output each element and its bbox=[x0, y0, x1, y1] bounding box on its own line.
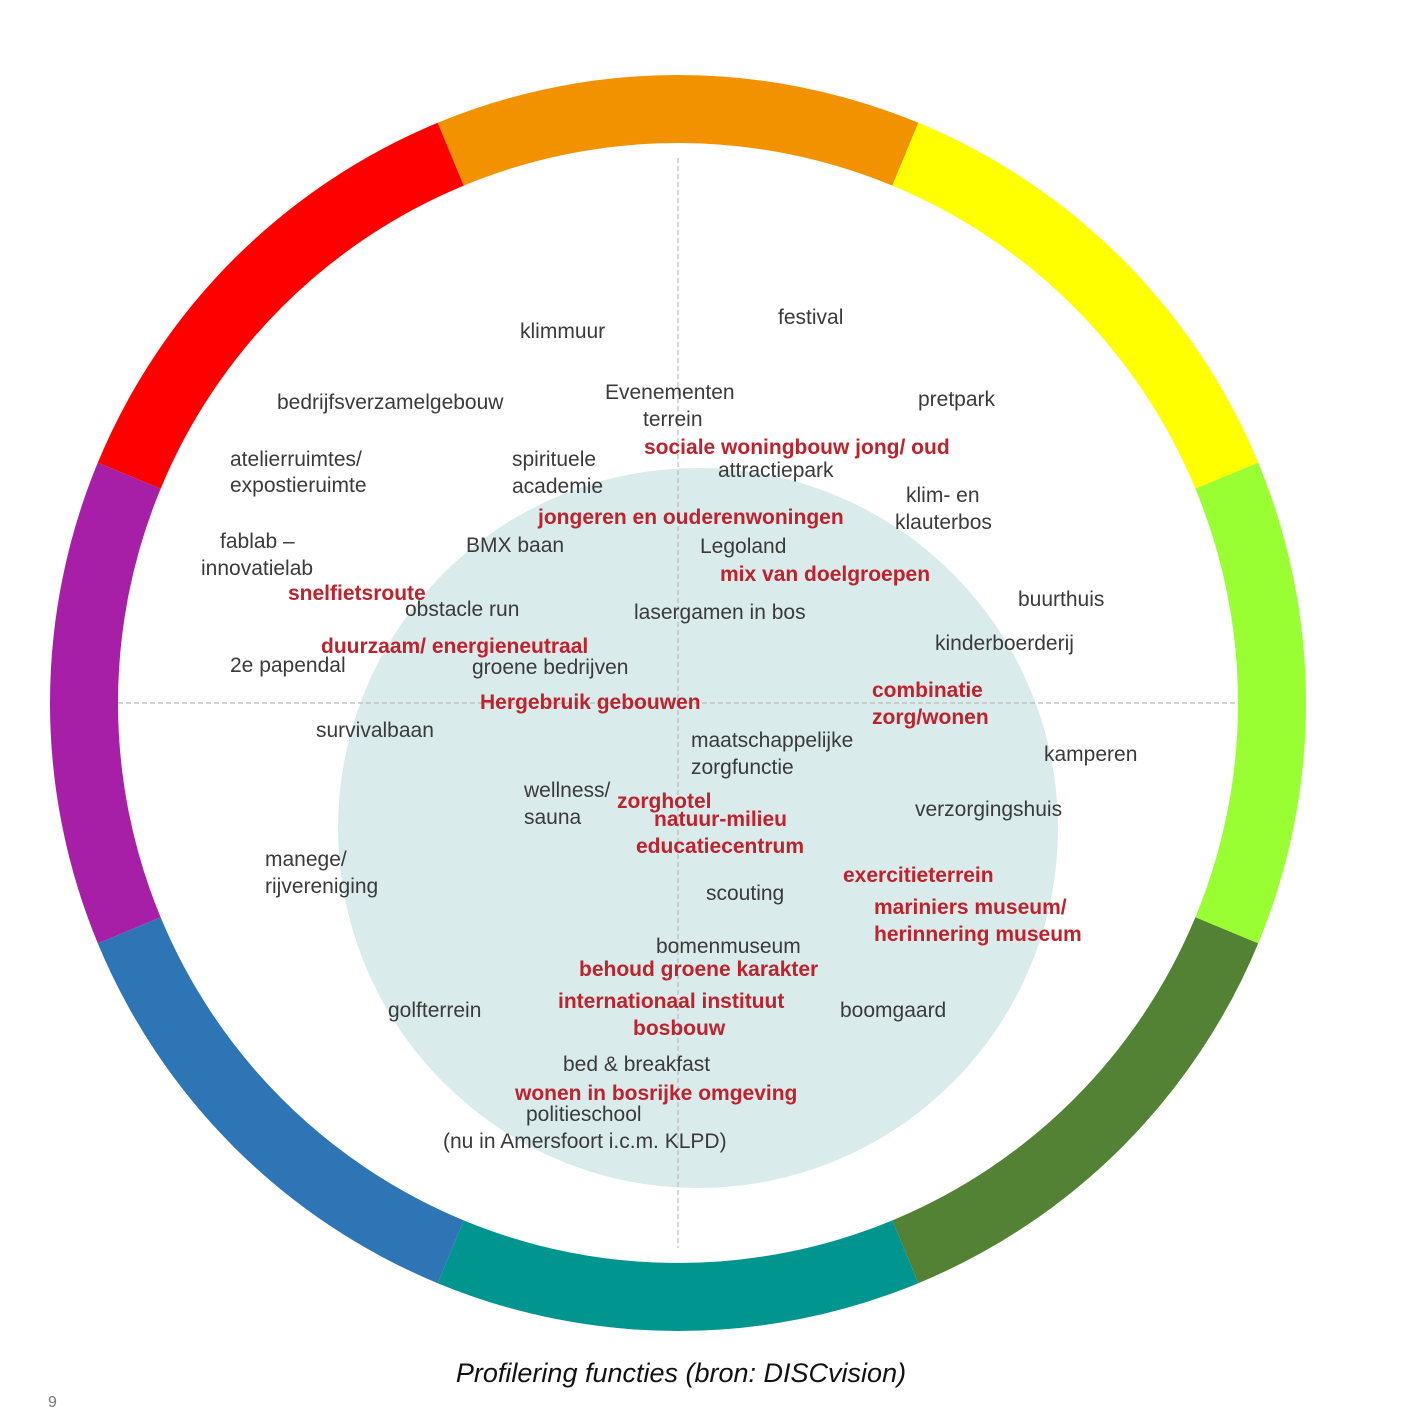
color-ring bbox=[50, 75, 1306, 1331]
ring-segment-blue bbox=[97, 917, 464, 1284]
label-internationaal-instituut: internationaal instituut bbox=[558, 990, 785, 1013]
label-jongeren-ouderenwoningen: jongeren en ouderenwoningen bbox=[538, 506, 844, 529]
label-klimmuur: klimmuur bbox=[520, 320, 606, 343]
label-kamperen: kamperen bbox=[1044, 743, 1138, 766]
label-manege: manege/ bbox=[265, 848, 347, 871]
ring-segment-teal bbox=[437, 1220, 919, 1331]
label-mix-doelgroepen: mix van doelgroepen bbox=[720, 563, 931, 586]
ring-segment-orange bbox=[437, 75, 919, 186]
label-hergebruik-gebouwen: Hergebruik gebouwen bbox=[480, 691, 701, 714]
label-buurthuis: buurthuis bbox=[1018, 588, 1105, 611]
ring-segment-light-green bbox=[1195, 462, 1306, 944]
label-politieschool: politieschool bbox=[526, 1103, 642, 1126]
label-duurzaam: duurzaam/ energieneutraal bbox=[321, 635, 589, 658]
label-zorgfunctie: zorgfunctie bbox=[691, 756, 794, 779]
label-evenementen: Evenementen bbox=[605, 381, 735, 404]
label-behoud-groene-karakter: behoud groene karakter bbox=[579, 958, 819, 981]
label-golfterrein: golfterrein bbox=[388, 999, 482, 1022]
label-educatiecentrum: educatiecentrum bbox=[636, 835, 805, 858]
label-expostieruimte: expostieruimte bbox=[230, 474, 367, 497]
page-number: 9 bbox=[48, 1394, 57, 1411]
ring-segment-red bbox=[97, 122, 464, 489]
label-wonen-bosrijke-omgeving: wonen in bosrijke omgeving bbox=[515, 1082, 798, 1105]
label-scouting: scouting bbox=[706, 882, 785, 905]
ring-segment-yellow bbox=[892, 122, 1259, 489]
label-herinnering-museum: herinnering museum bbox=[874, 923, 1082, 946]
label-2e-papendal: 2e papendal bbox=[230, 654, 346, 677]
label-boomgaard: boomgaard bbox=[840, 999, 947, 1022]
label-bosbouw: bosbouw bbox=[633, 1017, 726, 1040]
label-mariniers-museum: mariniers museum/ bbox=[874, 896, 1067, 919]
label-kinderboerderij: kinderboerderij bbox=[935, 632, 1074, 655]
label-obstacle-run: obstacle run bbox=[405, 598, 520, 621]
label-sociale-woningbouw: sociale woningbouw jong/ oud bbox=[644, 436, 950, 459]
label-exercitieterrein: exercitieterrein bbox=[843, 864, 994, 887]
label-evenementen-terrein: terrein bbox=[643, 408, 703, 431]
label-attractiepark: attractiepark bbox=[718, 459, 834, 482]
label-verzorgingshuis: verzorgingshuis bbox=[915, 798, 1063, 821]
inner-circle bbox=[338, 468, 1058, 1188]
label-bedrijfsverzamelgebouw: bedrijfsverzamelgebouw bbox=[277, 391, 504, 414]
label-legoland: Legoland bbox=[700, 535, 787, 558]
label-bmx-baan: BMX baan bbox=[466, 534, 565, 557]
label-lasergamen: lasergamen in bos bbox=[634, 601, 806, 624]
label-groene-bedrijven: groene bedrijven bbox=[472, 656, 629, 679]
label-bomenmuseum: bomenmuseum bbox=[656, 935, 801, 958]
label-zorghotel: zorghotel bbox=[617, 790, 712, 813]
label-natuur-milieu: natuur-milieu bbox=[654, 808, 788, 831]
label-klauterbos: klauterbos bbox=[895, 511, 992, 534]
figure-caption: Profilering functies (bron: DISCvision) bbox=[455, 1358, 907, 1388]
label-sauna: sauna bbox=[524, 806, 582, 829]
label-maatschappelijke: maatschappelijke bbox=[691, 729, 854, 752]
label-zorg-wonen: zorg/wonen bbox=[872, 706, 989, 729]
label-combinatie: combinatie bbox=[872, 679, 983, 702]
label-festival: festival bbox=[778, 306, 844, 329]
label-atelierruimtes: atelierruimtes/ bbox=[230, 448, 362, 471]
label-bed-breakfast: bed & breakfast bbox=[563, 1053, 711, 1076]
label-pretpark: pretpark bbox=[918, 388, 996, 411]
ring-segment-purple bbox=[50, 462, 161, 944]
label-fablab: fablab – bbox=[220, 530, 295, 553]
label-wellness: wellness/ bbox=[524, 779, 611, 802]
label-rijvereniging: rijvereniging bbox=[265, 875, 379, 898]
label-amersfoort-klpd: (nu in Amersfoort i.c.m. KLPD) bbox=[443, 1130, 727, 1153]
label-klim-en: klim- en bbox=[906, 484, 980, 507]
label-spirituele: spirituele bbox=[512, 448, 597, 471]
label-innovatielab: innovatielab bbox=[201, 557, 314, 580]
label-academie: academie bbox=[512, 475, 604, 498]
label-snelfietsroute: snelfietsroute bbox=[288, 582, 426, 605]
ring-segment-dark-green bbox=[892, 917, 1259, 1284]
label-survivalbaan: survivalbaan bbox=[316, 719, 434, 742]
